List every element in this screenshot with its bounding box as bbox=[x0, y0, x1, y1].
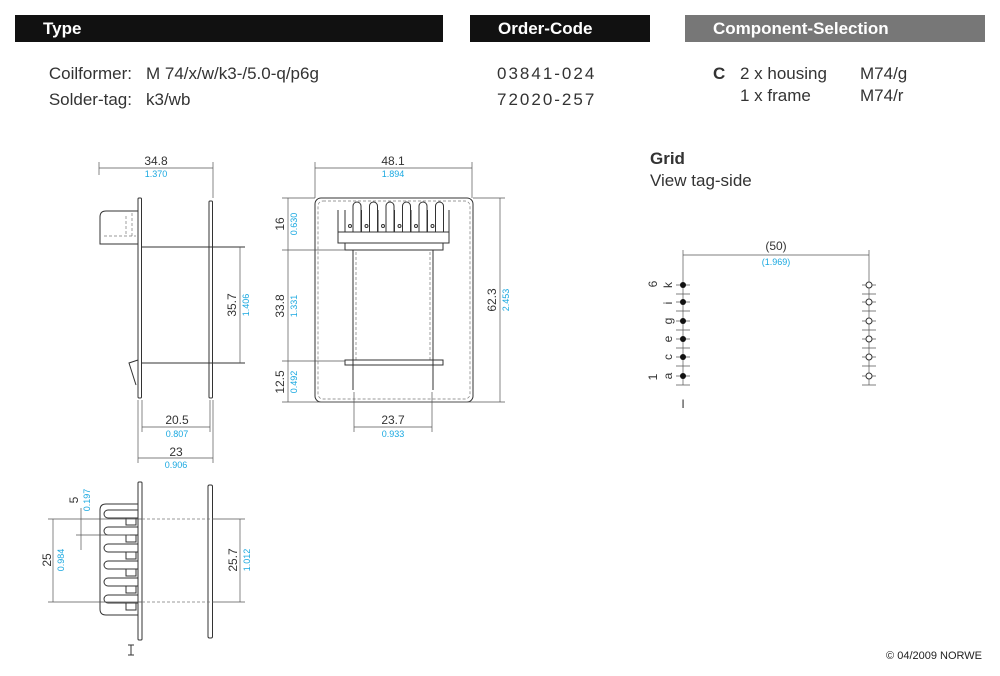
grid-subtitle: View tag-side bbox=[650, 171, 752, 190]
coilformer-label: Coilformer: bbox=[48, 64, 132, 83]
solder-tag bbox=[427, 201, 444, 232]
pin-terminal bbox=[125, 585, 137, 594]
pin bbox=[103, 543, 138, 553]
order-code-header: Order-Code bbox=[470, 15, 650, 42]
tag-hole bbox=[397, 224, 402, 228]
component-qty: 1 x frame bbox=[740, 86, 811, 105]
pin bbox=[103, 526, 138, 536]
dim-mm: 62.3 bbox=[485, 288, 499, 312]
dim-mm: 5 bbox=[67, 496, 81, 503]
front-view: 48.1 1.894 16 0.630 33.8 1.331 12.5 0.49… bbox=[273, 154, 511, 439]
dim-mm: 23.7 bbox=[381, 413, 405, 427]
grid-pin-hollow bbox=[865, 281, 873, 289]
dim-mm: 48.1 bbox=[381, 154, 405, 168]
pin-terminal bbox=[125, 602, 137, 611]
tag-hole bbox=[381, 224, 385, 228]
solder-tag bbox=[394, 201, 411, 232]
grid-pin-filled bbox=[680, 282, 686, 288]
pin bbox=[103, 509, 138, 519]
solder-tag bbox=[377, 201, 395, 232]
tag-hole bbox=[430, 224, 435, 228]
dim-inch: 0.984 bbox=[56, 549, 66, 572]
coilformer-value: M 74/x/w/k3-/5.0-q/p6g bbox=[146, 64, 319, 83]
pin-letter: e bbox=[661, 335, 675, 342]
dim-inch: 0.906 bbox=[165, 460, 188, 470]
pin-terminal bbox=[125, 568, 137, 577]
coilformer-code: 03841-024 bbox=[497, 64, 597, 83]
dim-mm: 33.8 bbox=[273, 294, 287, 318]
grid-pin-hollow bbox=[865, 317, 873, 325]
solder-tag-label: Solder-tag: bbox=[48, 90, 132, 109]
dim-mm: 34.8 bbox=[144, 154, 168, 168]
pin-terminal bbox=[125, 551, 137, 560]
dim-inch: 2.453 bbox=[501, 289, 511, 312]
dim-mm: 35.7 bbox=[225, 293, 239, 317]
grid-pin-filled bbox=[680, 318, 686, 324]
dim-inch: 1.012 bbox=[242, 549, 252, 572]
pin-letter: k bbox=[661, 281, 675, 288]
pin-letter: i bbox=[661, 302, 675, 305]
dim-mm: 25 bbox=[40, 553, 54, 567]
dim-mm: 20.5 bbox=[165, 413, 189, 427]
pin-terminal bbox=[125, 534, 137, 543]
bottom-view: 25 0.984 25.7 1.012 5 0.197 bbox=[40, 481, 252, 656]
grid-pin-hollow bbox=[865, 372, 873, 380]
grid-pin-hollow bbox=[865, 335, 873, 343]
solder-tag bbox=[410, 201, 428, 232]
pin bbox=[103, 594, 138, 604]
pin-letter: g bbox=[661, 318, 675, 325]
dim-inch: 0.492 bbox=[289, 371, 299, 394]
pin-last-label: 6 bbox=[646, 280, 660, 287]
grid-spacing-inch: (1.969) bbox=[762, 257, 791, 267]
component-part: M74/r bbox=[860, 86, 904, 105]
pin-letter: c bbox=[661, 354, 675, 360]
solder-tag bbox=[361, 201, 378, 232]
pin-first-label: 1 bbox=[646, 373, 660, 380]
component-part: M74/g bbox=[860, 64, 908, 83]
dim-mm: 23 bbox=[169, 445, 183, 459]
dim-inch: 1.331 bbox=[289, 295, 299, 318]
grid-title: Grid bbox=[650, 149, 685, 168]
pin bbox=[103, 577, 138, 587]
pin-terminal bbox=[125, 517, 137, 526]
dim-inch: 0.197 bbox=[82, 489, 92, 512]
grid-view: (50) (1.969) 6 1 k i g e c a I bbox=[646, 239, 876, 411]
component-letter: C bbox=[713, 64, 726, 83]
grid-pin-filled bbox=[680, 373, 686, 379]
solder-tag-code: 72020-257 bbox=[497, 90, 597, 109]
component-selection-header: Component-Selection bbox=[685, 15, 985, 42]
type-header: Type bbox=[15, 15, 443, 42]
dim-inch: 0.933 bbox=[382, 429, 405, 439]
tag-hole bbox=[364, 224, 369, 228]
copyright: © 04/2009 NORWE bbox=[886, 650, 982, 662]
grid-pin-hollow bbox=[865, 353, 873, 361]
tag-hole bbox=[348, 224, 352, 228]
dim-mm: 16 bbox=[273, 217, 287, 231]
tag-hole bbox=[414, 224, 418, 228]
grid-spacing-mm: (50) bbox=[765, 239, 786, 253]
solder-tag-value: k3/wb bbox=[146, 90, 191, 109]
side-view: 34.8 1.370 35.7 1.406 20.5 0.807 23 0.90… bbox=[98, 154, 251, 470]
grid-pin-filled bbox=[680, 336, 686, 342]
solder-tag bbox=[344, 201, 362, 232]
component-qty: 2 x housing bbox=[740, 64, 827, 83]
dim-inch: 0.630 bbox=[289, 213, 299, 236]
orientation-marker: I bbox=[681, 397, 684, 411]
dim-inch: 0.807 bbox=[166, 429, 189, 439]
grid-pin-hollow bbox=[865, 298, 873, 306]
grid-pin-filled bbox=[680, 354, 686, 360]
pin-letter: a bbox=[661, 372, 675, 379]
dim-mm: 12.5 bbox=[273, 370, 287, 394]
dim-mm: 25.7 bbox=[226, 548, 240, 572]
dim-inch: 1.894 bbox=[382, 169, 405, 179]
dim-inch: 1.406 bbox=[241, 294, 251, 317]
dim-inch: 1.370 bbox=[145, 169, 168, 179]
pin bbox=[103, 560, 138, 570]
grid-pin-filled bbox=[680, 299, 686, 305]
